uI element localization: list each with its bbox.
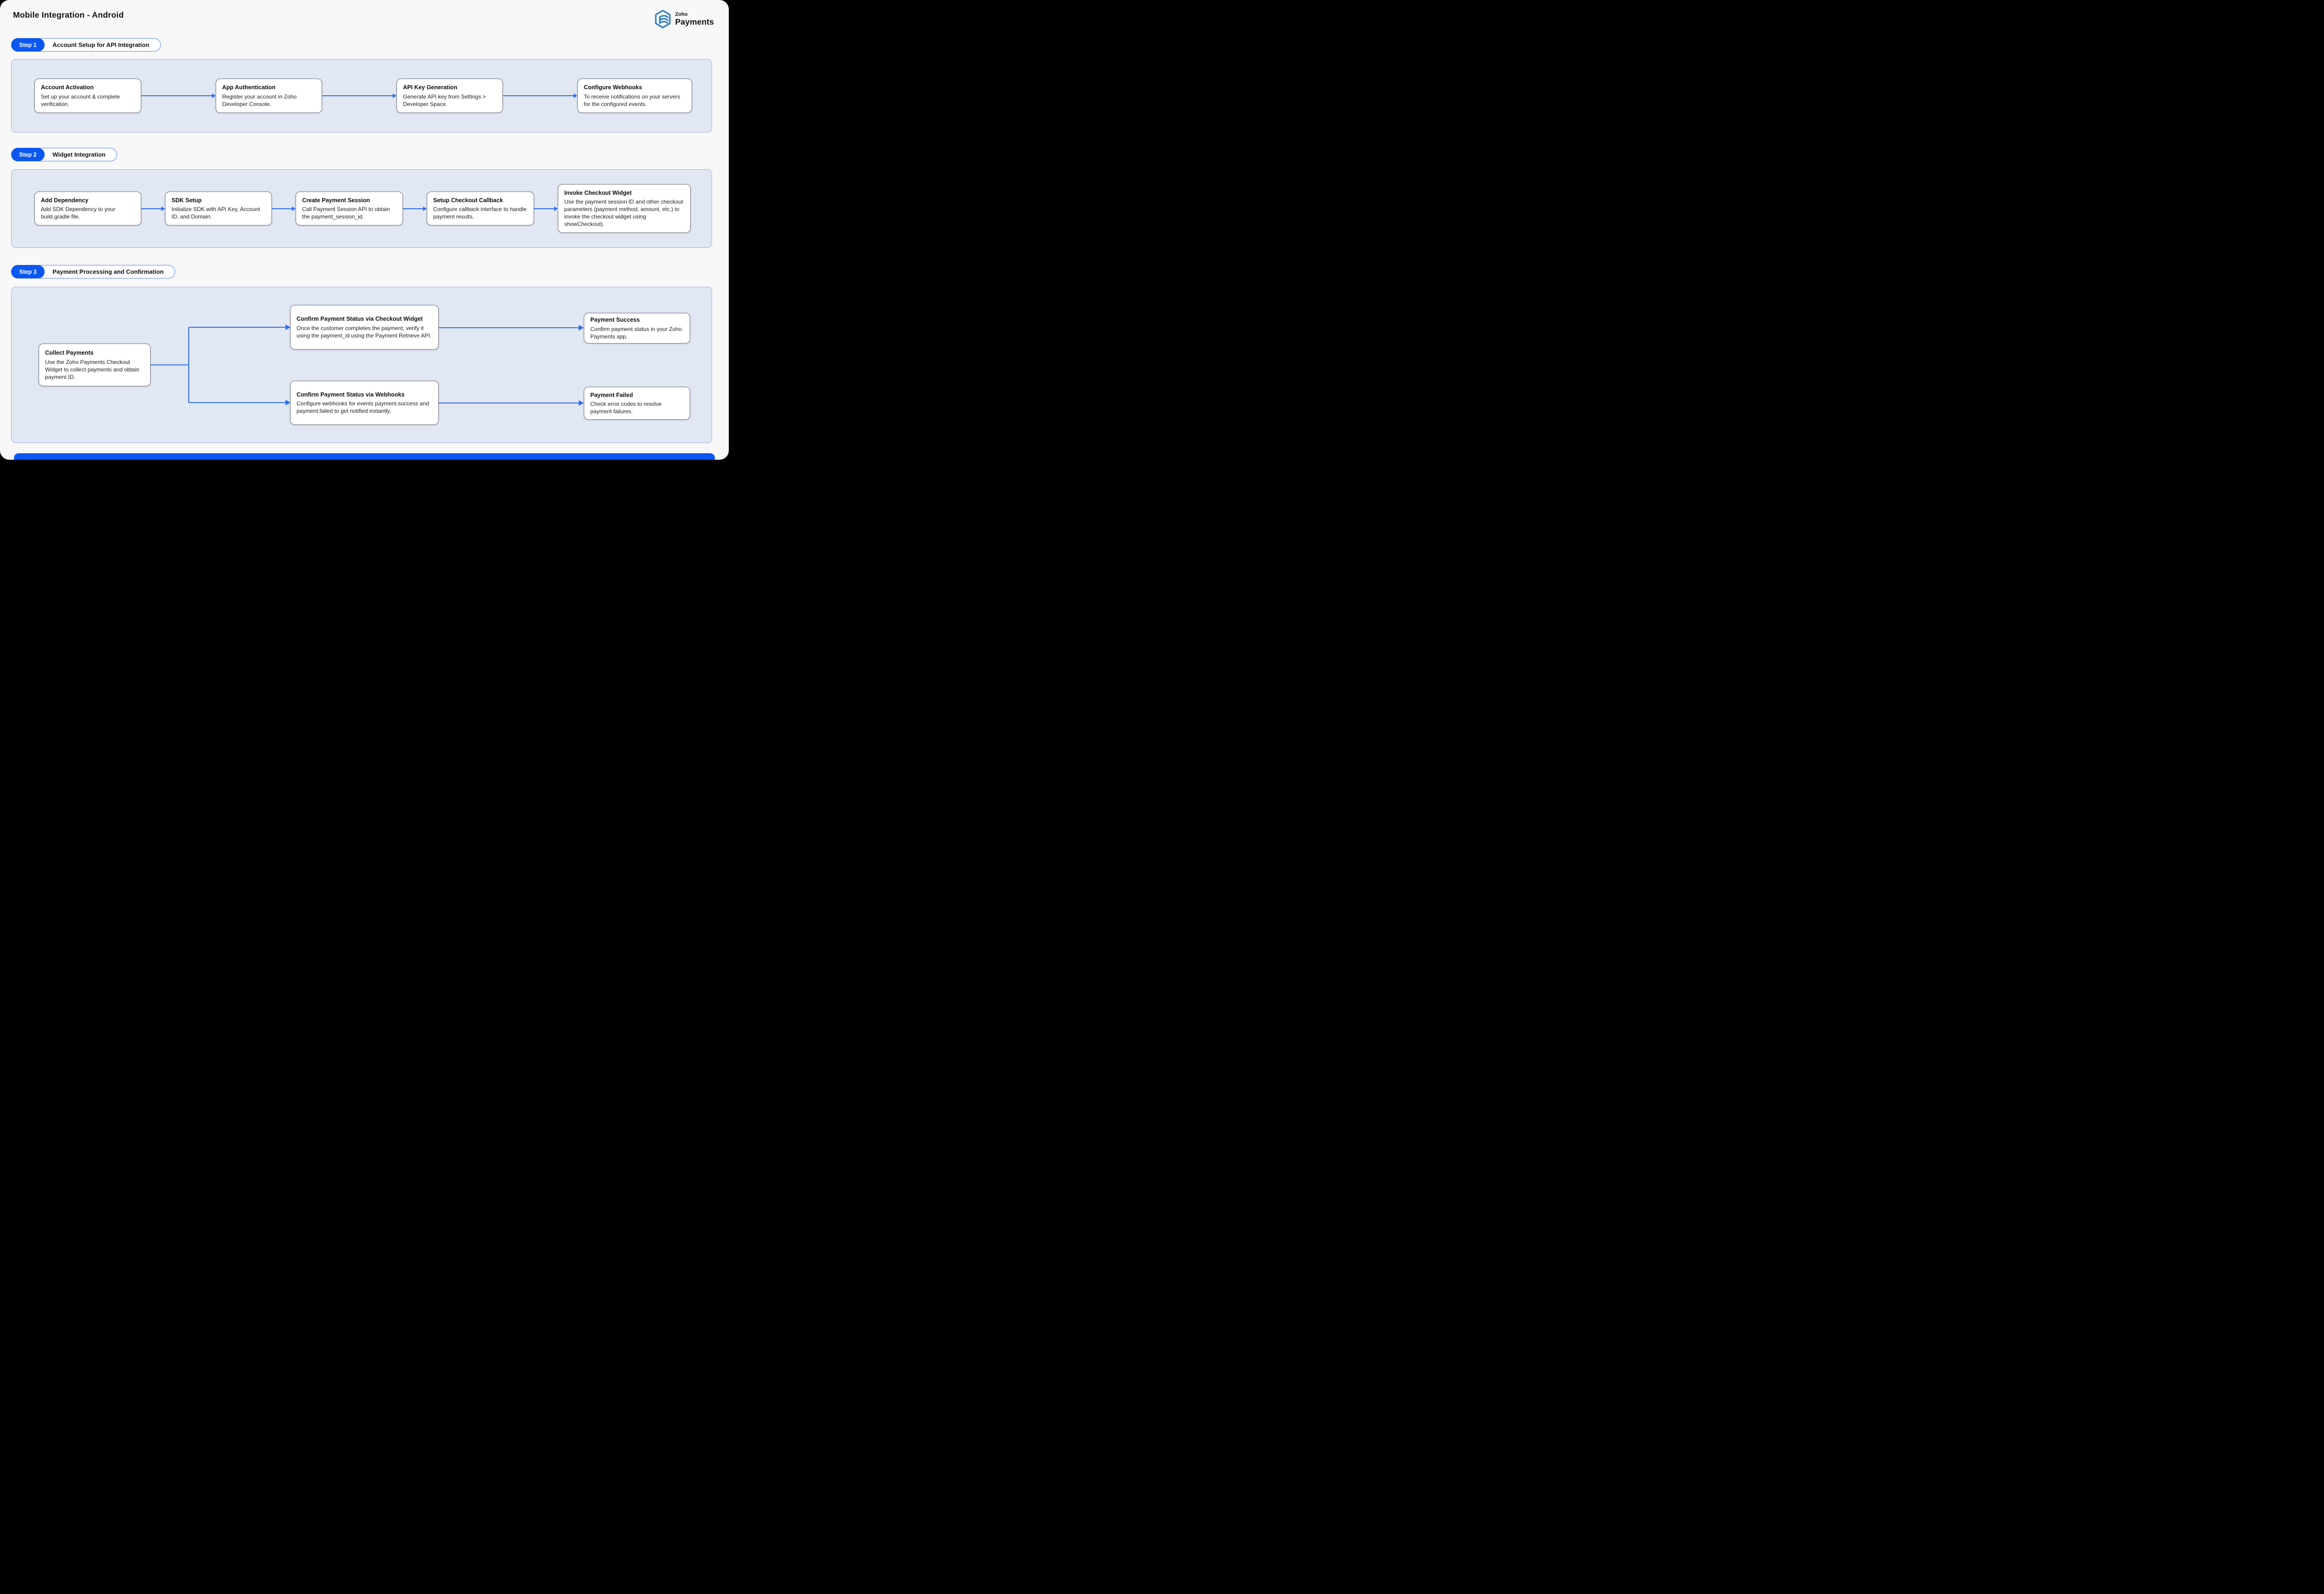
node-desc: Configure callback interface to handle p… xyxy=(433,206,527,220)
node-desc: Add SDK Dependency to your build.gradle … xyxy=(41,206,116,220)
node-title: Invoke Checkout Widget xyxy=(564,189,632,196)
node-title: Confirm Payment Status via Checkout Widg… xyxy=(297,316,423,323)
step3-badge: Step 3 xyxy=(11,265,45,278)
flow-arrow xyxy=(322,93,396,98)
node-desc: Use the Zoho Payments Checkout Widget to… xyxy=(45,358,139,380)
node-title: SDK Setup xyxy=(172,197,202,204)
logo-brand-text: Zoho xyxy=(675,11,688,17)
node-title: Payment Success xyxy=(590,317,640,324)
arrow-line xyxy=(322,95,393,96)
zoho-payments-logo: Zoho Payments xyxy=(654,9,714,29)
logo-wordmark: Zoho Payments xyxy=(675,12,714,26)
node-confirm-status-webhooks: Confirm Payment Status via Webhooks Conf… xyxy=(290,381,439,425)
node-desc: Use the payment session ID and other che… xyxy=(564,198,683,228)
node-desc: Check error codes to resolve payment fai… xyxy=(590,401,662,415)
flow-arrow xyxy=(272,206,296,211)
logo-product-text: Payments xyxy=(675,17,714,26)
node-confirm-status-checkout-widget: Confirm Payment Status via Checkout Widg… xyxy=(290,305,439,350)
node-desc: Generate API key from Settings > Develop… xyxy=(403,93,486,107)
node-desc: Call Payment Session API to obtain the p… xyxy=(302,206,390,220)
arrow-line xyxy=(141,208,161,209)
node-title: App Authentication xyxy=(222,84,276,91)
arrow-head-icon xyxy=(212,93,216,98)
node-desc: Set up your account & complete verificat… xyxy=(41,93,120,107)
arrow-head-icon xyxy=(161,206,165,211)
node-desc: Initialize SDK with API Key, Account ID,… xyxy=(172,206,260,220)
arrow-head-icon xyxy=(579,325,584,331)
step2-panel: Add Dependency Add SDK Dependency to you… xyxy=(11,169,712,248)
node-title: Confirm Payment Status via Webhooks xyxy=(297,391,405,398)
node-payment-success: Payment Success Confirm payment status i… xyxy=(584,313,690,344)
node-sdk-setup: SDK Setup Initialize SDK with API Key, A… xyxy=(165,191,272,226)
step1-heading: Account Setup for API Integration Step 1 xyxy=(11,38,161,52)
node-desc: Once the customer completes the payment,… xyxy=(297,324,432,339)
step1-badge: Step 1 xyxy=(11,38,45,52)
node-invoke-checkout-widget: Invoke Checkout Widget Use the payment s… xyxy=(558,184,691,233)
arrow-line xyxy=(503,95,574,96)
step1-flow: Account Activation Set up your account &… xyxy=(12,60,712,132)
arrow-head-icon xyxy=(393,93,396,98)
hexagon-coin-stack-icon xyxy=(654,9,672,29)
arrow-line xyxy=(534,208,554,209)
flow-arrow xyxy=(141,93,216,98)
flow-arrow xyxy=(534,206,558,211)
step1-panel: Account Activation Set up your account &… xyxy=(11,59,712,132)
node-configure-webhooks: Configure Webhooks To receive notificati… xyxy=(577,79,692,113)
step2-heading: Widget Integration Step 2 xyxy=(11,148,117,161)
arrow-head-icon xyxy=(574,93,577,98)
step3-label: Payment Processing and Confirmation xyxy=(53,268,164,275)
node-account-activation: Account Activation Set up your account &… xyxy=(34,79,141,113)
node-create-payment-session: Create Payment Session Call Payment Sess… xyxy=(296,191,403,226)
node-title: Payment Failed xyxy=(590,391,633,398)
node-title: API Key Generation xyxy=(403,84,457,91)
page-title: Mobile Integration - Android xyxy=(13,10,124,20)
node-title: Collect Payments xyxy=(45,350,94,357)
node-desc: To receive notifications on your servers… xyxy=(584,93,680,107)
node-title: Account Activation xyxy=(41,84,94,91)
node-desc: Confirm payment status in your Zoho Paym… xyxy=(590,325,682,340)
node-desc: Register your account in Zoho Developer … xyxy=(222,93,297,107)
node-desc: Configure webhooks for events payment.su… xyxy=(297,400,429,415)
arrow-head-icon xyxy=(292,206,296,211)
step2-badge: Step 2 xyxy=(11,148,45,161)
arrow-line xyxy=(403,208,423,209)
node-title: Setup Checkout Callback xyxy=(433,197,503,204)
arrow-head-icon xyxy=(579,400,584,406)
flow-arrow xyxy=(141,206,165,211)
flow-arrow xyxy=(403,206,427,211)
step2-label: Widget Integration xyxy=(53,151,106,158)
node-title: Create Payment Session xyxy=(302,197,370,204)
step3-panel: Collect Payments Use the Zoho Payments C… xyxy=(11,287,712,443)
page-canvas: Mobile Integration - Android Zoho Paymen… xyxy=(0,0,729,460)
arrow-line xyxy=(272,208,292,209)
arrow-head-icon xyxy=(423,206,427,211)
footer-accent-bar xyxy=(14,453,715,460)
node-title: Configure Webhooks xyxy=(584,84,642,91)
flow-arrow xyxy=(503,93,577,98)
node-collect-payments: Collect Payments Use the Zoho Payments C… xyxy=(39,344,151,386)
arrow-line xyxy=(141,95,212,96)
node-app-authentication: App Authentication Register your account… xyxy=(216,79,322,113)
arrow-head-icon xyxy=(554,206,558,211)
step1-label: Account Setup for API Integration xyxy=(53,41,150,48)
node-title: Add Dependency xyxy=(41,197,89,204)
node-setup-checkout-callback: Setup Checkout Callback Configure callba… xyxy=(427,191,534,226)
node-payment-failed: Payment Failed Check error codes to reso… xyxy=(584,387,690,420)
step2-flow: Add Dependency Add SDK Dependency to you… xyxy=(12,170,712,247)
node-add-dependency: Add Dependency Add SDK Dependency to you… xyxy=(34,191,141,226)
step3-heading: Payment Processing and Confirmation Step… xyxy=(11,265,176,278)
node-api-key-generation: API Key Generation Generate API key from… xyxy=(396,79,503,113)
